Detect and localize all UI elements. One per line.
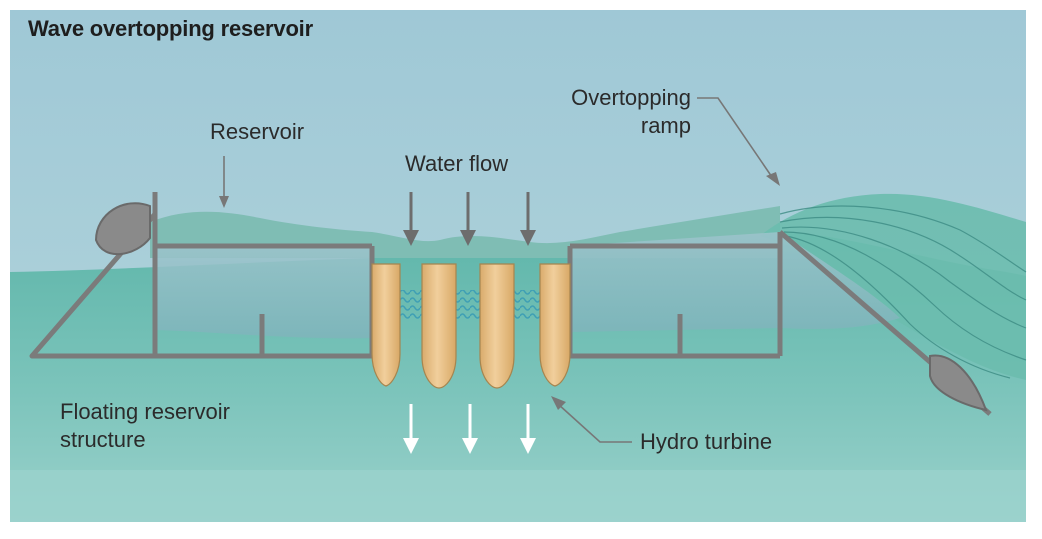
turbine-1	[371, 263, 401, 387]
right-fin	[929, 354, 988, 412]
label-water-flow-text: Water flow	[405, 151, 509, 176]
turbine-3	[479, 263, 515, 389]
label-hydro-turbine: Hydro turbine	[640, 428, 772, 456]
deep-water-band	[10, 470, 1026, 522]
diagram-title: Wave overtopping reservoir	[28, 16, 313, 41]
leader-lines	[219, 97, 780, 443]
label-reservoir: Reservoir	[210, 118, 304, 146]
water-flow-arrows	[403, 192, 536, 246]
turbine-flow-hatch	[398, 290, 542, 320]
hydro-turbines	[371, 263, 571, 389]
label-floating-line2: structure	[60, 427, 146, 452]
label-floating-structure: Floating reservoir structure	[60, 398, 230, 454]
label-reservoir-text: Reservoir	[210, 119, 305, 144]
turbine-2	[421, 263, 457, 389]
label-floating-line1: Floating reservoir	[60, 399, 230, 424]
label-overtopping-ramp: Overtopping ramp	[543, 84, 691, 140]
label-overtopping-line1: Overtopping	[571, 85, 691, 110]
left-bumper	[94, 202, 151, 256]
label-water-flow: Water flow	[405, 150, 508, 178]
left-hull-fill	[155, 246, 370, 339]
wave-lines	[779, 205, 1027, 379]
label-hydro-turbine-text: Hydro turbine	[640, 429, 773, 454]
ramp-wave	[760, 193, 1026, 380]
right-hull-fill	[570, 232, 900, 332]
label-overtopping-line2: ramp	[640, 113, 691, 138]
outflow-arrows	[403, 404, 536, 454]
turbine-4	[539, 263, 571, 387]
